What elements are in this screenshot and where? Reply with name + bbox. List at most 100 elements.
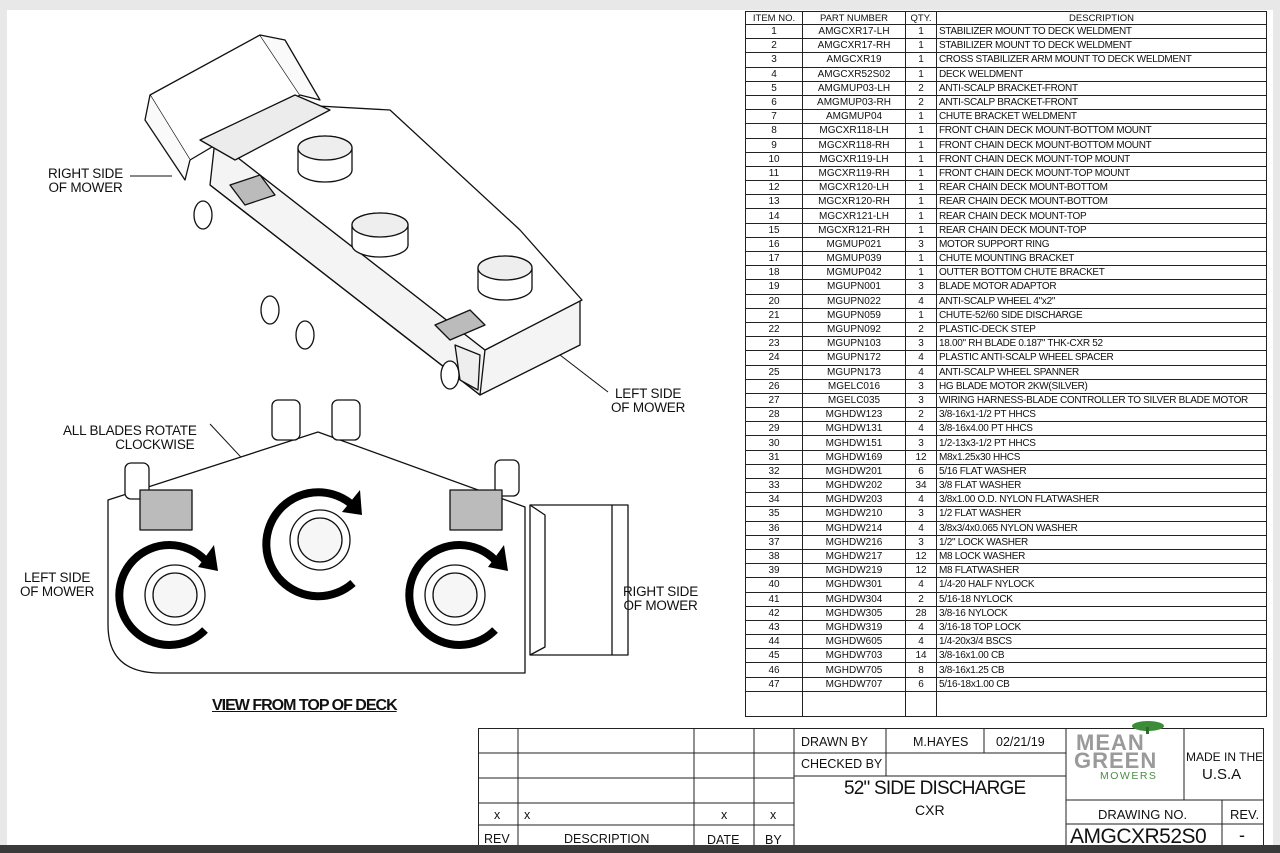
qty-cell: 1	[905, 250, 937, 267]
mean-green-logo: MEAN GREEN MOWERS	[1072, 720, 1180, 784]
part-number-cell: AMGMUP03-LH	[802, 80, 906, 96]
part-number-cell: MGHDW217	[802, 548, 906, 565]
item-no-cell: 36	[745, 520, 803, 536]
qty-cell: 3	[905, 534, 937, 550]
part-number-cell: MGCXR120-LH	[802, 180, 906, 196]
qty-cell: 1	[905, 109, 937, 125]
label-line: CLOCKWISE	[115, 437, 195, 452]
part-number-cell: MGHDW301	[802, 577, 906, 593]
part-number-cell: MGCXR119-RH	[802, 165, 906, 182]
part-number-cell: MGHDW123	[802, 407, 906, 423]
part-number-cell: MGCXR120-RH	[802, 194, 906, 210]
item-no-cell: 10	[745, 151, 803, 167]
item-no-cell: 19	[745, 279, 803, 295]
part-number-cell: MGHDW216	[802, 534, 906, 550]
description-cell: STABILIZER MOUNT TO DECK WELDMENT	[936, 38, 1267, 54]
made-in-line-1: MADE IN THE	[1186, 750, 1264, 764]
item-no-cell: 37	[745, 534, 803, 550]
qty-cell: 3	[905, 236, 937, 253]
qty-cell: 3	[905, 392, 937, 409]
description-cell: 3/8-16x4.00 PT HHCS	[936, 421, 1267, 437]
item-no-cell: 31	[745, 449, 803, 465]
description-cell: 3/8x3/4x0.065 NYLON WASHER	[936, 520, 1267, 536]
description-cell: FRONT CHAIN DECK MOUNT-TOP MOUNT	[936, 151, 1267, 167]
revision-date-value: x	[721, 808, 728, 822]
description-cell: FRONT CHAIN DECK MOUNT-TOP MOUNT	[936, 165, 1267, 182]
qty-cell: 6	[905, 463, 937, 480]
label-line: ALL BLADES ROTATE	[63, 423, 197, 438]
description-cell: 3/8-16x1.25 CB	[936, 662, 1267, 678]
part-number-cell: MGHDW214	[802, 520, 906, 536]
part-number-cell: MGHDW131	[802, 421, 906, 437]
qty-cell: 12	[905, 449, 937, 465]
part-number-cell: MGHDW201	[802, 463, 906, 480]
qty-cell: 8	[905, 662, 937, 678]
description-cell: 1/2 FLAT WASHER	[936, 506, 1267, 522]
item-no-cell: 24	[745, 350, 803, 366]
empty-cell	[802, 690, 906, 717]
description-cell: 3/8 FLAT WASHER	[936, 477, 1267, 494]
description-cell: 3/8-16x1.00 CB	[936, 648, 1267, 664]
part-number-cell: MGCXR118-LH	[802, 123, 906, 139]
part-number-cell: MGMUP042	[802, 265, 906, 281]
part-number-cell: MGELC035	[802, 392, 906, 409]
part-number-cell: MGCXR121-LH	[802, 208, 906, 224]
part-number-cell: AMGCXR52S02	[802, 66, 906, 82]
part-number-cell: MGMUP021	[802, 236, 906, 253]
part-number-cell: MGUPN092	[802, 321, 906, 338]
qty-cell: 1	[905, 208, 937, 224]
header-rev: REV	[484, 832, 510, 846]
item-no-cell: 40	[745, 577, 803, 593]
item-no-cell: 26	[745, 378, 803, 394]
part-number-cell: MGUPN022	[802, 293, 906, 309]
part-number-cell: MGCXR118-RH	[802, 137, 906, 153]
item-no-cell: 2	[745, 38, 803, 54]
description-cell: 5/16 FLAT WASHER	[936, 463, 1267, 480]
item-no-cell: 34	[745, 492, 803, 508]
label-left-side-top: LEFT SIDE OF MOWER	[611, 387, 685, 415]
part-number-cell: MGHDW703	[802, 648, 906, 664]
item-no-cell: 5	[745, 80, 803, 96]
item-no-cell: 25	[745, 364, 803, 380]
description-cell: REAR CHAIN DECK MOUNT-TOP	[936, 222, 1267, 238]
item-no-cell: 9	[745, 137, 803, 153]
part-number-cell: MGCXR119-LH	[802, 151, 906, 167]
qty-cell: 4	[905, 421, 937, 437]
label-line: OF MOWER	[611, 400, 686, 415]
part-number-cell: MGUPN173	[802, 364, 906, 380]
part-number-cell: MGCXR121-RH	[802, 222, 906, 238]
header-by: BY	[765, 833, 782, 847]
description-cell: CHUTE-52/60 SIDE DISCHARGE	[936, 307, 1267, 323]
empty-cell	[936, 690, 1267, 717]
item-no-cell: 27	[745, 392, 803, 409]
part-number-cell: MGHDW169	[802, 449, 906, 465]
logo-line-1: MEAN	[1076, 730, 1145, 755]
label-line: LEFT SIDE	[23, 570, 91, 585]
qty-cell: 1	[905, 165, 937, 182]
drawn-date: 02/21/19	[996, 735, 1045, 749]
description-cell: BLADE MOTOR ADAPTOR	[936, 279, 1267, 295]
description-cell: 5/16-18 NYLOCK	[936, 591, 1267, 607]
qty-cell: 1	[905, 222, 937, 238]
description-cell: CHUTE BRACKET WELDMENT	[936, 109, 1267, 125]
qty-cell: 3	[905, 506, 937, 522]
description-cell: DECK WELDMENT	[936, 66, 1267, 82]
item-no-cell: 42	[745, 605, 803, 621]
qty-cell: 28	[905, 605, 937, 621]
item-no-cell: 33	[745, 477, 803, 494]
item-no-cell: 32	[745, 463, 803, 480]
drawing-subtitle: CXR	[915, 802, 945, 818]
qty-cell: 4	[905, 634, 937, 650]
qty-cell: 4	[905, 619, 937, 636]
qty-cell: 1	[905, 151, 937, 167]
